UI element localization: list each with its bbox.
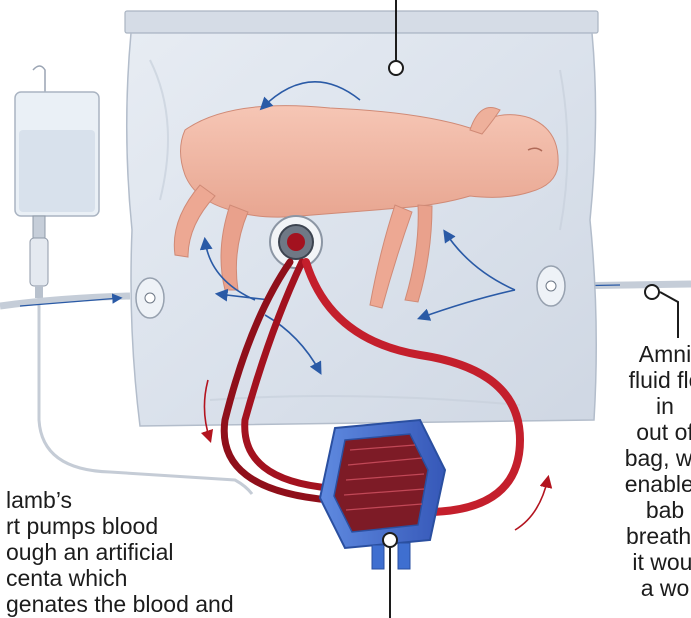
heart-caption-line: lamb’s bbox=[6, 487, 234, 513]
iv-bag-icon bbox=[15, 66, 99, 298]
callout-dot-fluid bbox=[645, 285, 659, 299]
heart-caption-line: centa which bbox=[6, 565, 234, 591]
bag-top-bar bbox=[125, 11, 598, 33]
callout-dot-oxygenator bbox=[383, 533, 397, 547]
biobag bbox=[127, 33, 597, 426]
amniotic-caption-line: out of bbox=[600, 419, 691, 445]
amniotic-caption: Amni fluid flo in out of bag, wh enables… bbox=[600, 341, 691, 601]
amniotic-caption-line: Amni bbox=[600, 341, 691, 367]
heart-caption: lamb’s rt pumps blood ough an artificial… bbox=[6, 487, 234, 617]
callout-dot-bag bbox=[389, 61, 403, 75]
amniotic-caption-line: enables bbox=[600, 471, 691, 497]
amniotic-caption-line: bag, wh bbox=[600, 445, 691, 471]
heart-caption-line: rt pumps blood bbox=[6, 513, 234, 539]
amniotic-caption-line: breathe bbox=[600, 523, 691, 549]
amniotic-caption-line: bab bbox=[600, 497, 691, 523]
amniotic-caption-line: it woul bbox=[600, 549, 691, 575]
amniotic-caption-line: fluid flo bbox=[600, 367, 691, 393]
oxygenator-icon bbox=[320, 420, 445, 569]
fluid-line-left bbox=[0, 296, 130, 306]
fluid-outlet-port-icon bbox=[537, 266, 565, 306]
heart-caption-line: genates the blood and bbox=[6, 591, 234, 617]
amniotic-caption-line: in bbox=[600, 393, 691, 419]
amniotic-caption-line: a wo bbox=[600, 575, 691, 601]
fluid-inlet-port-icon bbox=[136, 278, 164, 318]
umbilical-port-icon bbox=[270, 216, 322, 268]
heart-caption-line: ough an artificial bbox=[6, 539, 234, 565]
